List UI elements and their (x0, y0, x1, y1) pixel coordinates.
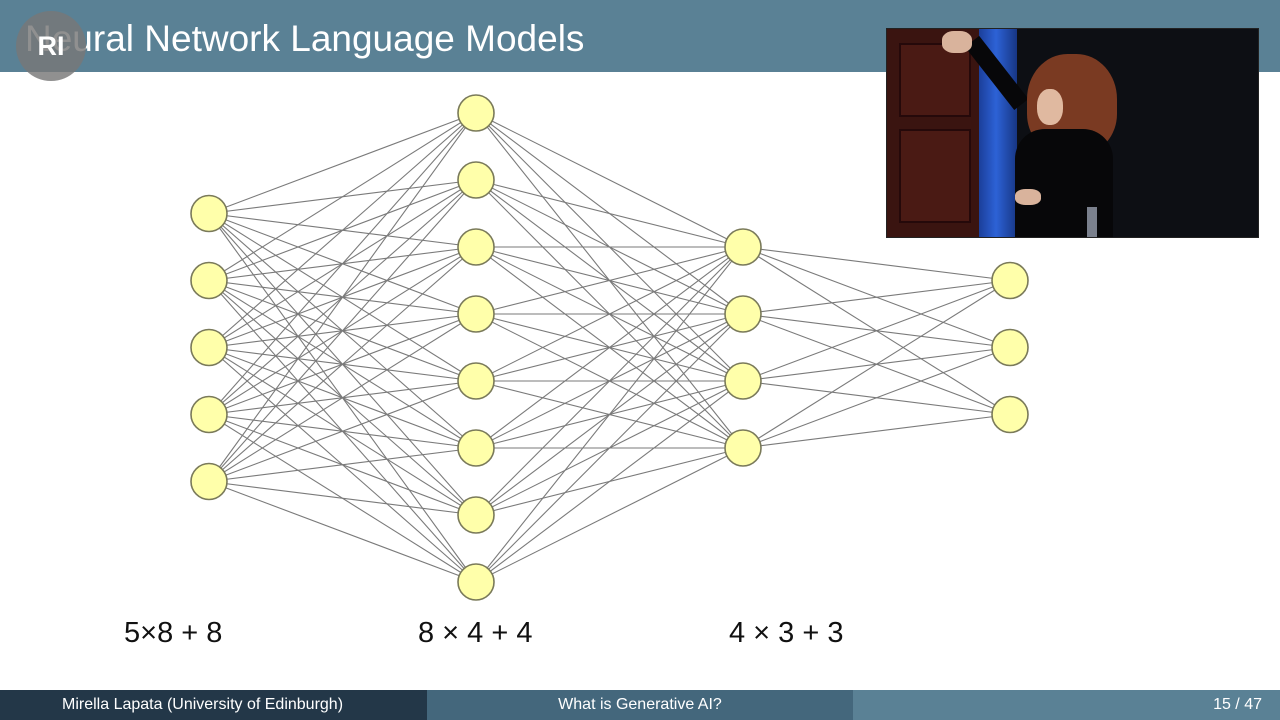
edge-l1-5-to-l2-4 (208, 313, 477, 482)
edge-l2-1-to-l3-1 (475, 112, 744, 248)
node-layer-2-2 (457, 161, 495, 199)
edge-l1-5-to-l2-1 (208, 112, 477, 482)
video-water-glass (1087, 207, 1097, 237)
formula-layer-2: 8 × 4 + 4 (418, 617, 533, 649)
slide-footer: Mirella Lapata (University of Edinburgh)… (0, 690, 1280, 720)
video-speaker-body (1015, 129, 1113, 237)
edge-l3-4-to-l4-1 (742, 280, 1011, 449)
footer-mid-section: What is Generative AI? (427, 690, 853, 720)
node-layer-1-1 (190, 194, 228, 233)
edge-l2-8-to-l3-2 (475, 313, 744, 583)
node-layer-3-4 (724, 429, 762, 467)
node-layer-1-2 (190, 261, 228, 300)
network-edges (208, 112, 1011, 583)
node-layer-2-5 (457, 362, 495, 400)
node-layer-4-3 (991, 395, 1029, 434)
edge-l1-2-to-l2-1 (208, 112, 477, 281)
edge-l3-1-to-l4-1 (742, 246, 1011, 282)
node-layer-2-4 (457, 295, 495, 333)
edge-l2-5-to-l3-1 (475, 246, 744, 382)
footer-author: Mirella Lapata (University of Edinburgh) (62, 696, 344, 713)
footer-right-section: 15 / 47 (853, 690, 1280, 720)
node-layer-3-2 (724, 295, 762, 333)
slide-title: Neural Network Language Models (25, 18, 585, 59)
footer-talk-title: What is Generative AI? (558, 696, 722, 713)
node-layer-3-1 (724, 228, 762, 266)
node-layer-2-8 (457, 563, 495, 601)
network-nodes (190, 94, 1029, 601)
ri-logo: RI (16, 11, 86, 81)
node-layer-2-6 (457, 429, 495, 467)
speaker-video-inset (886, 28, 1259, 238)
footer-page-number: 15 / 47 (1213, 696, 1262, 713)
edge-l1-5-to-l2-2 (208, 179, 477, 482)
edge-l1-5-to-l2-8 (208, 480, 477, 583)
node-layer-4-2 (991, 328, 1029, 367)
edge-l3-4-to-l4-3 (742, 413, 1011, 449)
node-layer-3-3 (724, 362, 762, 400)
formula-layer-3: 4 × 3 + 3 (729, 617, 844, 649)
edge-l1-5-to-l2-7 (208, 480, 477, 516)
edge-l1-4-to-l2-1 (208, 112, 477, 415)
edge-l2-8-to-l3-4 (475, 447, 744, 583)
edge-l1-5-to-l2-6 (208, 447, 477, 483)
edge-l1-5-to-l2-5 (208, 380, 477, 483)
edge-l1-5-to-l2-3 (208, 246, 477, 482)
edge-l1-1-to-l2-1 (208, 112, 477, 215)
node-layer-1-4 (190, 395, 228, 434)
formula-layer-1: 5×8 + 8 (124, 617, 223, 649)
video-speaker-hand (942, 31, 972, 53)
edge-l1-3-to-l2-1 (208, 112, 477, 348)
node-layer-2-3 (457, 228, 495, 266)
video-speaker-face (1037, 89, 1063, 125)
edge-l2-8-to-l3-3 (475, 380, 744, 583)
edge-l2-6-to-l3-1 (475, 246, 744, 449)
node-layer-1-3 (190, 328, 228, 367)
footer-left-section: Mirella Lapata (University of Edinburgh) (0, 690, 427, 720)
node-layer-2-1 (457, 94, 495, 132)
edge-l3-2-to-l4-1 (742, 279, 1011, 315)
video-speaker-hand-2 (1015, 189, 1041, 205)
node-layer-1-5 (190, 462, 228, 501)
edge-l2-7-to-l3-1 (475, 246, 744, 516)
node-layer-2-7 (457, 496, 495, 534)
edge-l3-4-to-l4-2 (742, 346, 1011, 449)
edge-l2-4-to-l3-1 (475, 246, 744, 315)
edge-l2-8-to-l3-1 (475, 246, 744, 583)
node-layer-4-1 (991, 261, 1029, 300)
video-door (887, 29, 979, 237)
edge-l3-3-to-l4-1 (742, 279, 1011, 382)
edge-l2-2-to-l3-1 (475, 179, 744, 248)
